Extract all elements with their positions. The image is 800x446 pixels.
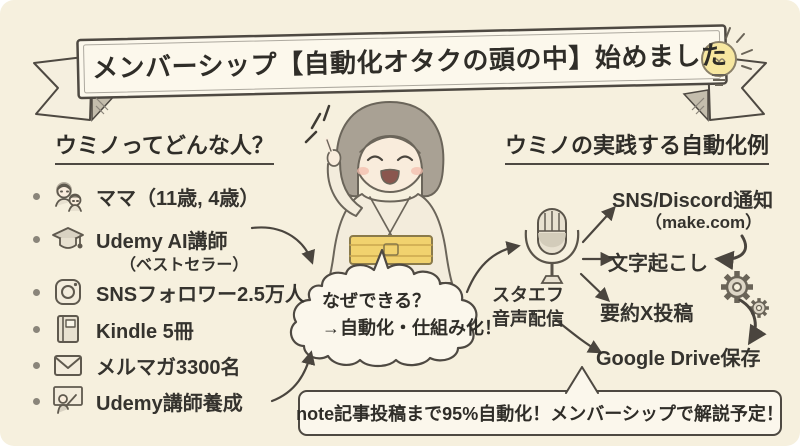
list-item-udemy-ai: Udemy AI講師 — [33, 219, 228, 259]
arrow-summary-to-drive — [738, 298, 767, 346]
list-item-mama: ママ（11歳, 4歳） — [33, 176, 259, 216]
list-item-sns: SNSフォロワー2.5万人 — [33, 272, 305, 312]
mic-label-line-2: 音声配信 — [492, 309, 564, 329]
step-summary: 要約X投稿 — [600, 303, 694, 325]
kimono-woman-illustration — [304, 101, 453, 284]
family-icon — [50, 178, 86, 214]
gears-icon — [721, 271, 769, 318]
microphone-icon — [524, 208, 580, 284]
bullet-dot — [33, 397, 40, 405]
step-notify-sub: （make.com） — [645, 213, 763, 232]
bullet-dot — [33, 192, 40, 200]
note-banner: note記事投稿まで95%自動化！メンバーシップで解説予定！ — [296, 390, 784, 436]
page-title: メンバーシップ【自動化オタクの頭の中】始めました — [91, 39, 728, 84]
list-item-label: メルマガ3300名 — [96, 356, 241, 379]
step-drive: Google Drive保存 — [596, 348, 761, 370]
automation-heading: ウミノの実践する自動化例 — [505, 128, 770, 165]
profile-heading-text: ウミノってどんな人？ — [55, 133, 274, 165]
mic-source-label: スタエフ 音声配信 — [482, 283, 574, 331]
instagram-icon — [50, 274, 86, 310]
list-item-sub: （ベストセラー） — [120, 257, 249, 274]
arrow-notify-to-transcribe — [714, 234, 748, 271]
list-item-label: Udemy AI講師 — [96, 230, 228, 253]
automation-heading-text: ウミノの実践する自動化例 — [505, 133, 770, 165]
bubble-line-1: なぜできる？ — [322, 291, 431, 311]
step-transcribe: 文字起こし — [608, 253, 708, 275]
profile-heading: ウミノってどんな人？ — [55, 128, 274, 165]
bullet-dot — [33, 361, 40, 369]
bubble-line-2: →自動化・仕組み化！ — [322, 318, 502, 338]
list-item-mailmag: メルマガ3300名 — [33, 345, 241, 385]
list-item-training: Udemy講師養成 — [33, 381, 243, 421]
note-banner-tail — [565, 366, 599, 394]
arrow-mic-to-notify — [581, 205, 616, 244]
list-item-kindle: Kindle 5冊 — [33, 309, 194, 349]
bullet-dot — [33, 235, 40, 243]
graduation-cap-icon — [50, 221, 86, 257]
bullet-dot — [33, 325, 40, 333]
bullet-dot — [33, 288, 40, 296]
list-item-label: Udemy講師養成 — [96, 392, 243, 415]
list-item-label: SNSフォロワー2.5万人 — [96, 283, 305, 306]
teacher-icon — [50, 383, 86, 419]
arrow-lecturer-to-bubble — [250, 226, 315, 265]
note-banner-text: note記事投稿まで95%自動化！メンバーシップで解説予定！ — [296, 404, 784, 424]
list-item-label: Kindle 5冊 — [96, 320, 194, 343]
mic-label-line-1: スタエフ — [492, 285, 564, 305]
step-notify: SNS/Discord通知 — [612, 190, 774, 212]
envelope-icon — [50, 347, 86, 383]
book-icon — [50, 311, 86, 347]
list-item-label: ママ（11歳, 4歳） — [96, 187, 260, 210]
thought-bubble-text: なぜできる？ →自動化・仕組み化！ — [322, 288, 502, 342]
